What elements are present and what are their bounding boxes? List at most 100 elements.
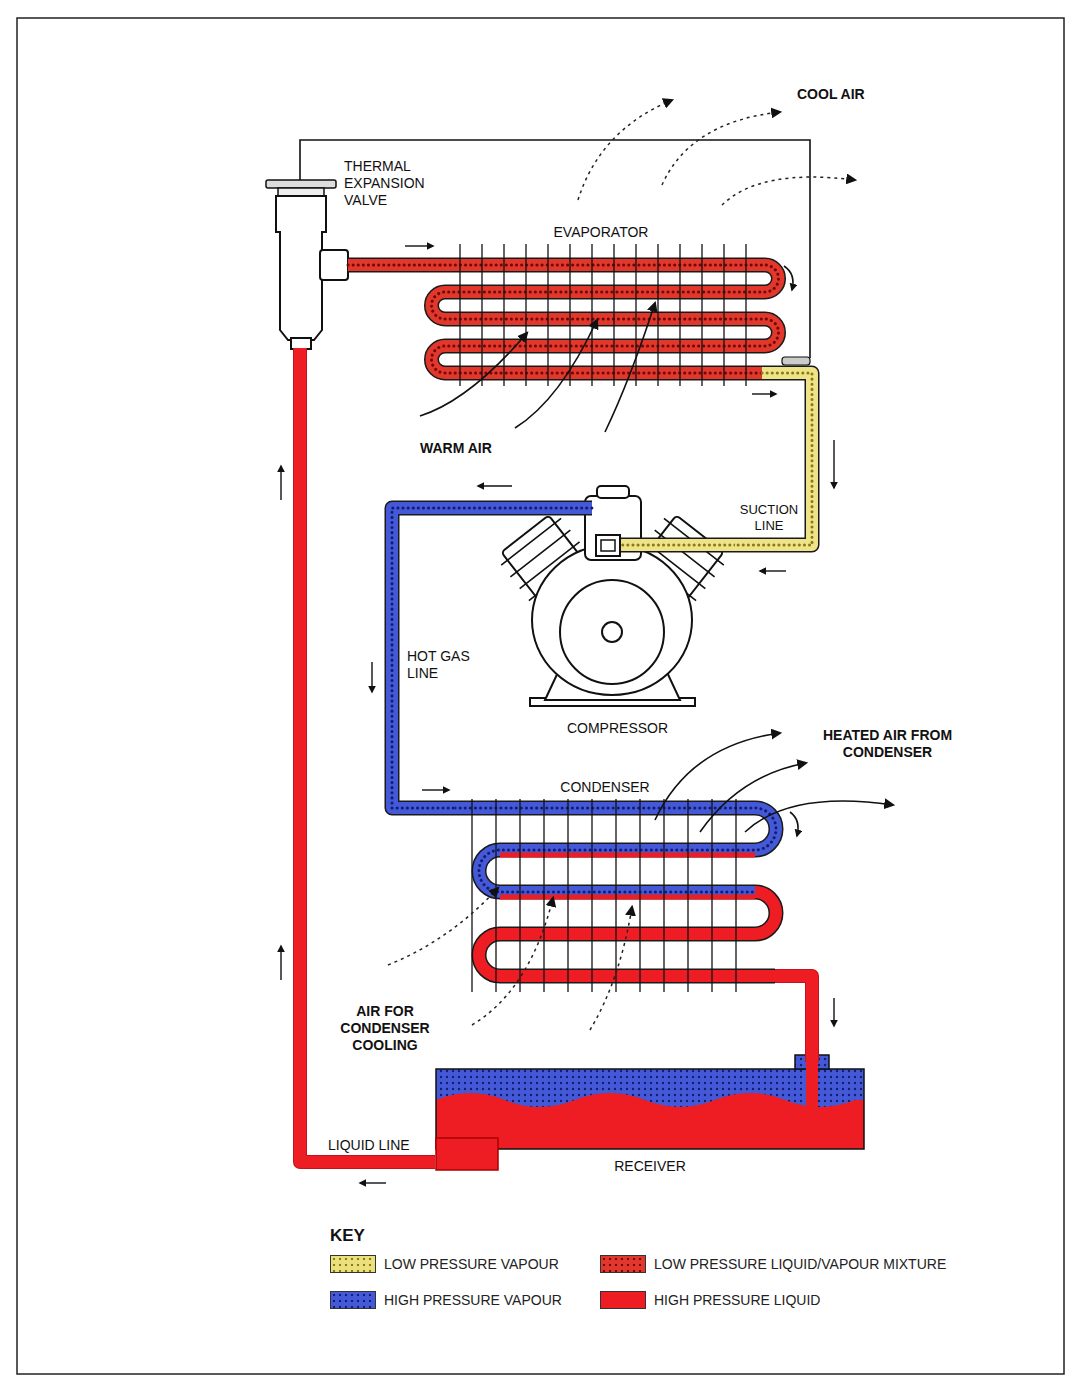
valve-inlet [291, 338, 311, 349]
line-label: HOT GAS LINE [407, 648, 479, 682]
pipe-layer [735, 373, 812, 545]
flow-arrow [833, 440, 834, 488]
condenser-fin [639, 799, 640, 992]
air-arrows [388, 100, 893, 1030]
flow-arrow [422, 789, 449, 790]
evaporator-fin [525, 244, 526, 386]
fins [460, 244, 746, 992]
compressor: COMPRESSOR [500, 488, 735, 740]
pipe-layer [735, 373, 812, 545]
flow-arrow [280, 466, 281, 500]
legend-item: LOW PRESSURE VAPOUR [330, 1255, 559, 1273]
cooling-air-arrow [590, 907, 632, 1030]
evaporator-fin [503, 244, 504, 386]
receiver-liquid [436, 1093, 864, 1149]
pipe-layer [392, 508, 500, 808]
legend-text: HIGH PRESSURE VAPOUR [384, 1292, 562, 1308]
component-label: RECEIVER [435, 1158, 865, 1175]
evaporator: EVAPORATOR [440, 222, 762, 387]
crankcase [560, 580, 664, 684]
air-label: AIR FOR CONDENSER COOLING [333, 1003, 437, 1053]
legend-item: HIGH PRESSURE VAPOUR [330, 1291, 562, 1309]
air-label: WARM AIR [420, 440, 492, 457]
discharge-stub [500, 507, 592, 510]
condenser-fin [591, 799, 592, 992]
evaporator-fin [613, 244, 614, 386]
refrigerant-pipe [775, 976, 834, 1062]
warm-air-arrow [515, 320, 597, 428]
suction-fitting [596, 535, 620, 556]
suction-stub [618, 544, 735, 547]
key-heading: KEY [330, 1226, 365, 1246]
bend-arrow [784, 266, 793, 290]
air-label: COOL AIR [797, 86, 865, 103]
frame [17, 18, 1064, 1374]
bend-arrow [790, 812, 798, 836]
component-label: COMPRESSOR [500, 720, 735, 737]
air-label: HEATED AIR FROM CONDENSER [810, 727, 965, 761]
flow-arrow [478, 485, 512, 486]
refrigerant-pipe [735, 373, 834, 571]
pipe-layer [775, 976, 812, 1062]
pipe-layer [735, 373, 812, 545]
evaporator-fin [701, 244, 702, 386]
evaporator-fin [459, 244, 460, 386]
cooling-air-arrow [472, 898, 553, 1025]
expansion-valve [266, 180, 348, 349]
line-label: SUCTION LINE [737, 502, 801, 533]
suction-stub [618, 538, 735, 553]
receiver-drawing [436, 1055, 864, 1170]
line-label: LIQUID LINE [328, 1137, 410, 1154]
evaporator-fin [745, 244, 746, 386]
condenser-fin [687, 799, 688, 992]
valve-cap [266, 180, 336, 188]
cool-air-arrow [662, 112, 780, 185]
evaporator-fin [635, 244, 636, 386]
legend-text: HIGH PRESSURE LIQUID [654, 1292, 820, 1308]
receiver-outlet [436, 1138, 498, 1170]
legend-item: LOW PRESSURE LIQUID/VAPOUR MIXTURE [600, 1255, 946, 1273]
discharge-stub [500, 501, 592, 516]
condenser-fin [735, 799, 736, 992]
condenser-coil-outline [479, 892, 776, 976]
condenser-fin [471, 799, 472, 992]
connectors [281, 246, 834, 1183]
flow-arrow [280, 946, 281, 980]
pipe-layer [392, 508, 500, 808]
cool-air-arrow [578, 100, 672, 200]
condenser-fin [543, 799, 544, 992]
suction-stub [618, 539, 735, 551]
legend-swatch [330, 1255, 376, 1273]
condenser-fin [615, 799, 616, 992]
pipe-layer [392, 508, 500, 808]
evaporator-fin [657, 244, 658, 386]
shaft [602, 622, 622, 642]
evaporator-coil-texture [432, 265, 779, 373]
condenser-fin [519, 799, 520, 992]
receiver-tank [436, 1069, 864, 1149]
cooling-air-arrow [388, 888, 498, 965]
flow-arrow [752, 393, 776, 394]
dip-tube [806, 1062, 818, 1108]
sensing-bulb [782, 357, 810, 365]
component-label: EVAPORATOR [440, 224, 762, 241]
receiver: RECEIVER [435, 1062, 865, 1165]
legend-item: HIGH PRESSURE LIQUID [600, 1291, 820, 1309]
legend-swatch [600, 1291, 646, 1309]
flow-arrow [371, 662, 372, 692]
cool-air-arrow [722, 177, 855, 205]
condenser-coil-liquid [479, 892, 776, 976]
evaporator-fin [679, 244, 680, 386]
refrigerant-pipe [348, 246, 440, 265]
condensate [500, 855, 755, 897]
condenser-fin [495, 799, 496, 992]
warm-air-arrow [420, 333, 527, 416]
legend-text: LOW PRESSURE LIQUID/VAPOUR MIXTURE [654, 1256, 946, 1272]
pipe-layer [348, 259, 440, 271]
component-label: CONDENSER [455, 779, 755, 796]
evaporator-coil [432, 265, 779, 373]
evaporator-fin [569, 244, 570, 386]
valve-outlet [320, 250, 348, 280]
pipe-layer [775, 976, 812, 1062]
